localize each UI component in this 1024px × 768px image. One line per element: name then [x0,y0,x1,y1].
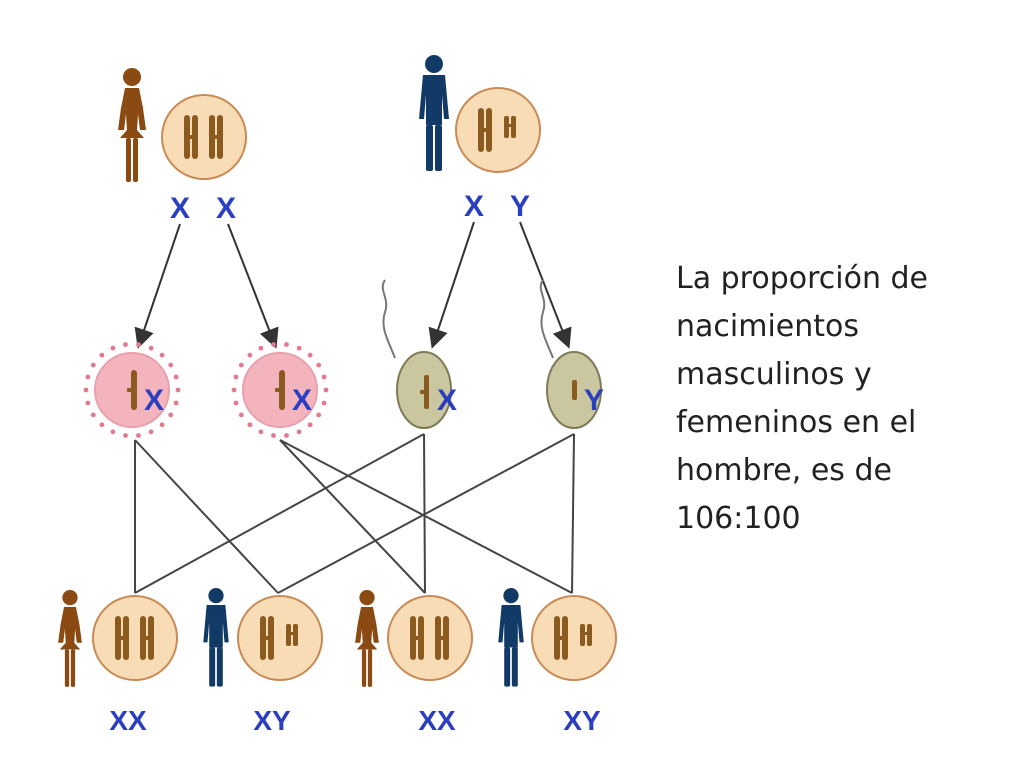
corona-dot [296,345,302,351]
corona-dot [307,422,313,428]
corona-dot [168,362,174,368]
corona-dot [175,387,181,393]
corona-dot [233,374,239,380]
offspring-karyotype-cell [92,595,178,681]
offspring-karyotype-cell [531,595,617,681]
arrow-mother-to-ovule [227,223,279,349]
corona-dot [123,342,128,347]
corona-dot [316,362,322,368]
female-figure-icon [118,68,146,182]
corona-dot [307,352,313,358]
ovule-x-label: X [292,384,312,417]
fertilization-line [279,439,426,594]
corona-dot [83,387,89,393]
offspring-xx-label: XX [418,705,456,736]
offspring-xy-label: XY [253,705,291,736]
corona-dot [231,387,237,393]
corona-dot [284,433,289,438]
female-parent [118,68,247,182]
male-karyotype-cell [455,87,541,173]
male-figure-icon [498,588,524,687]
ovule-x: X [231,342,329,438]
corona-dot [85,374,91,380]
arrow-mother-to-ovule [134,223,181,349]
corona-dot [247,352,253,358]
corona-dot [136,342,141,347]
arrow-father-to-sperm [428,221,475,349]
corona-dot [247,422,253,428]
corona-dot [233,400,239,406]
offspring-female [355,590,473,687]
corona-dot [110,345,116,351]
mother-x-label: X [170,192,190,225]
corona-dot [85,400,91,406]
offspring-karyotype-cell [387,595,473,681]
corona-dot [323,387,329,393]
fertilization-line [277,433,575,594]
female-karyotype-cell [161,94,247,180]
fertilization-line [134,433,425,594]
corona-dot [148,345,154,351]
offspring-male [498,588,617,687]
sperm-x [381,279,452,429]
fertilization-line [279,439,573,594]
corona-dot [321,400,327,406]
corona-dot [173,374,179,380]
father-x-label: X [464,190,484,223]
arrow-father-to-sperm [519,221,572,349]
sex-ratio-caption: La proporción de nacimientos masculinos … [676,261,929,536]
ovule-x-label: X [144,384,164,417]
male-figure-icon [203,588,229,687]
corona-dot [316,412,322,418]
corona-dot [168,412,174,418]
sperm-tail-icon [539,279,554,359]
corona-dot [258,429,264,435]
corona-dot [258,345,264,351]
male-figure-icon [419,55,449,171]
offspring-xy-label: XY [563,705,601,736]
corona-dot [148,429,154,435]
father-y-label: Y [510,190,530,223]
corona-dot [271,342,276,347]
sex-inheritance-diagram: X X X Y X X X Y [58,55,617,736]
sperm-y [539,279,602,429]
corona-dot [110,429,116,435]
offspring-male [203,588,323,687]
female-figure-icon [58,590,82,687]
ovule-x: X [83,342,181,438]
corona-dot [284,342,289,347]
corona-dot [238,412,244,418]
male-parent [419,55,541,173]
corona-dot [238,362,244,368]
fertilization-lines [134,433,575,594]
corona-dot [136,433,141,438]
sperm-x-label: X [437,384,457,417]
corona-dot [99,352,105,358]
female-figure-icon [355,590,379,687]
corona-dot [159,422,165,428]
corona-dot [173,400,179,406]
corona-dot [90,362,96,368]
corona-dot [321,374,327,380]
offspring-xx-label: XX [109,705,147,736]
corona-dot [159,352,165,358]
meiosis-arrows [134,221,572,349]
corona-dot [123,433,128,438]
sperm-y-label: Y [584,384,604,417]
mother-x-label: X [216,192,236,225]
corona-dot [90,412,96,418]
corona-dot [271,433,276,438]
fertilization-line [134,439,279,594]
offspring-karyotype-cell [237,595,323,681]
offspring-female [58,590,178,687]
corona-dot [296,429,302,435]
corona-dot [99,422,105,428]
fertilization-line [571,433,575,594]
sperm-tail-icon [381,279,396,359]
